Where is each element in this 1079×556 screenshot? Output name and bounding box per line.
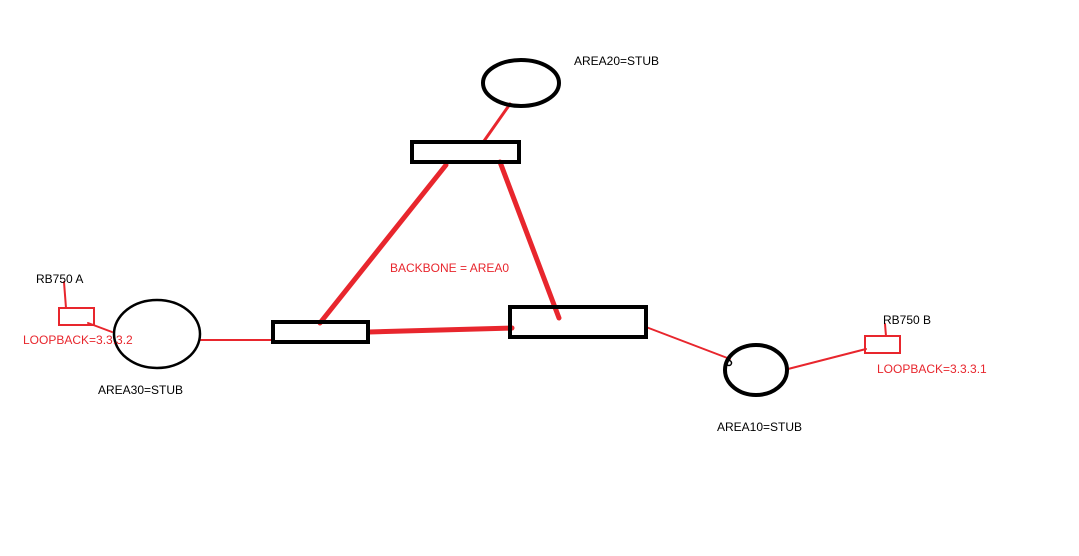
right-router <box>508 305 648 339</box>
area10-ellipse <box>723 343 789 397</box>
area20-label: AREA20=STUB <box>574 54 659 68</box>
link-area10-to-rb750b <box>787 348 867 370</box>
link-area20-to-top-router <box>482 102 512 143</box>
area30-label: AREA30=STUB <box>98 383 183 397</box>
link-top-router-to-left-router <box>317 162 449 326</box>
loopback-a-label: LOOPBACK=3.3.3.2 <box>23 333 133 347</box>
link-rb750b-label-to-box <box>884 323 887 337</box>
top-router <box>410 140 521 164</box>
area30-ellipse <box>112 298 202 370</box>
loopback-b-label: LOOPBACK=3.3.3.1 <box>877 362 987 376</box>
links <box>63 102 887 370</box>
area10-label: AREA10=STUB <box>717 420 802 434</box>
rb750b-label: RB750 B <box>883 313 931 327</box>
rb750b-box <box>864 335 901 354</box>
area10-port-dot <box>725 359 733 367</box>
left-router <box>271 320 370 344</box>
rb750a-box <box>58 307 95 326</box>
area20-ellipse <box>481 58 561 108</box>
rb750a-label: RB750 A <box>36 272 83 286</box>
backbone-label: BACKBONE = AREA0 <box>390 261 509 275</box>
link-left-router-to-right-router <box>366 325 515 335</box>
link-top-router-to-right-router <box>497 159 562 321</box>
link-rb750a-label-to-box <box>63 281 67 309</box>
link-right-router-to-area10 <box>645 326 731 360</box>
